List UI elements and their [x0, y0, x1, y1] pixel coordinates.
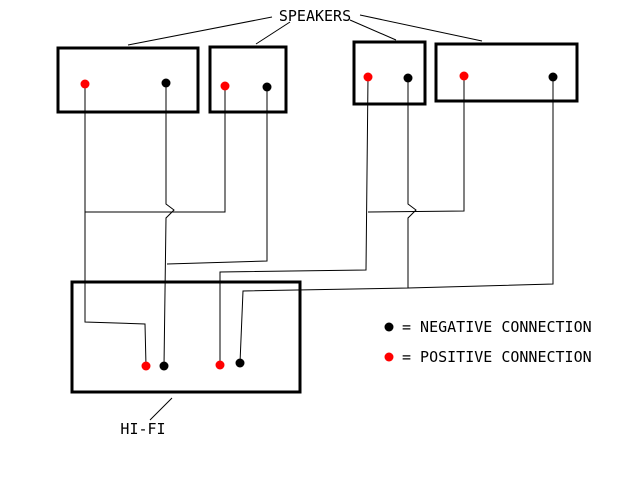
speaker-4-positive-terminal [459, 71, 469, 81]
speaker-4-negative-terminal [548, 72, 558, 82]
hifi-right-negative-terminal [235, 358, 245, 368]
speaker-label-leader-3 [349, 19, 397, 41]
wire-right-positive-main [219, 76, 369, 365]
speaker-1-negative-terminal [161, 78, 171, 88]
legend-negative-text: = NEGATIVE CONNECTION [402, 318, 592, 336]
speaker-label-leader-2 [255, 21, 291, 45]
speaker-1-box [56, 46, 200, 114]
hifi-box [70, 280, 302, 394]
speaker-2-positive-terminal [220, 81, 230, 91]
wire-right-positive-link [367, 76, 465, 213]
wire-right-negative-main [239, 78, 417, 364]
wire-left-positive-main [84, 84, 147, 367]
hifi-label: HI-FI [120, 420, 165, 438]
hifi-label-leader [149, 397, 173, 421]
speaker-2-box [208, 45, 288, 114]
legend-negative-dot [384, 322, 394, 332]
hifi-right-positive-terminal [215, 360, 225, 370]
speakers-label: SPEAKERS [279, 7, 351, 25]
legend-positive-dot [384, 352, 394, 362]
legend-positive-text: = POSITIVE CONNECTION [402, 348, 592, 366]
speaker-label-leader-4 [359, 14, 483, 42]
speaker-4-box [434, 42, 579, 103]
wire-left-negative-link [166, 87, 268, 265]
wire-left-negative-main [163, 83, 175, 367]
hifi-left-negative-terminal [159, 361, 169, 371]
speaker-1-positive-terminal [80, 79, 90, 89]
speaker-3-positive-terminal [363, 72, 373, 82]
wire-left-positive-link [85, 86, 226, 213]
speaker-3-negative-terminal [403, 73, 413, 83]
hifi-left-positive-terminal [141, 361, 151, 371]
speaker-2-negative-terminal [262, 82, 272, 92]
speaker-3-box [352, 40, 427, 106]
speaker-label-leader-1 [127, 16, 273, 46]
wire-right-negative-link [407, 77, 554, 289]
